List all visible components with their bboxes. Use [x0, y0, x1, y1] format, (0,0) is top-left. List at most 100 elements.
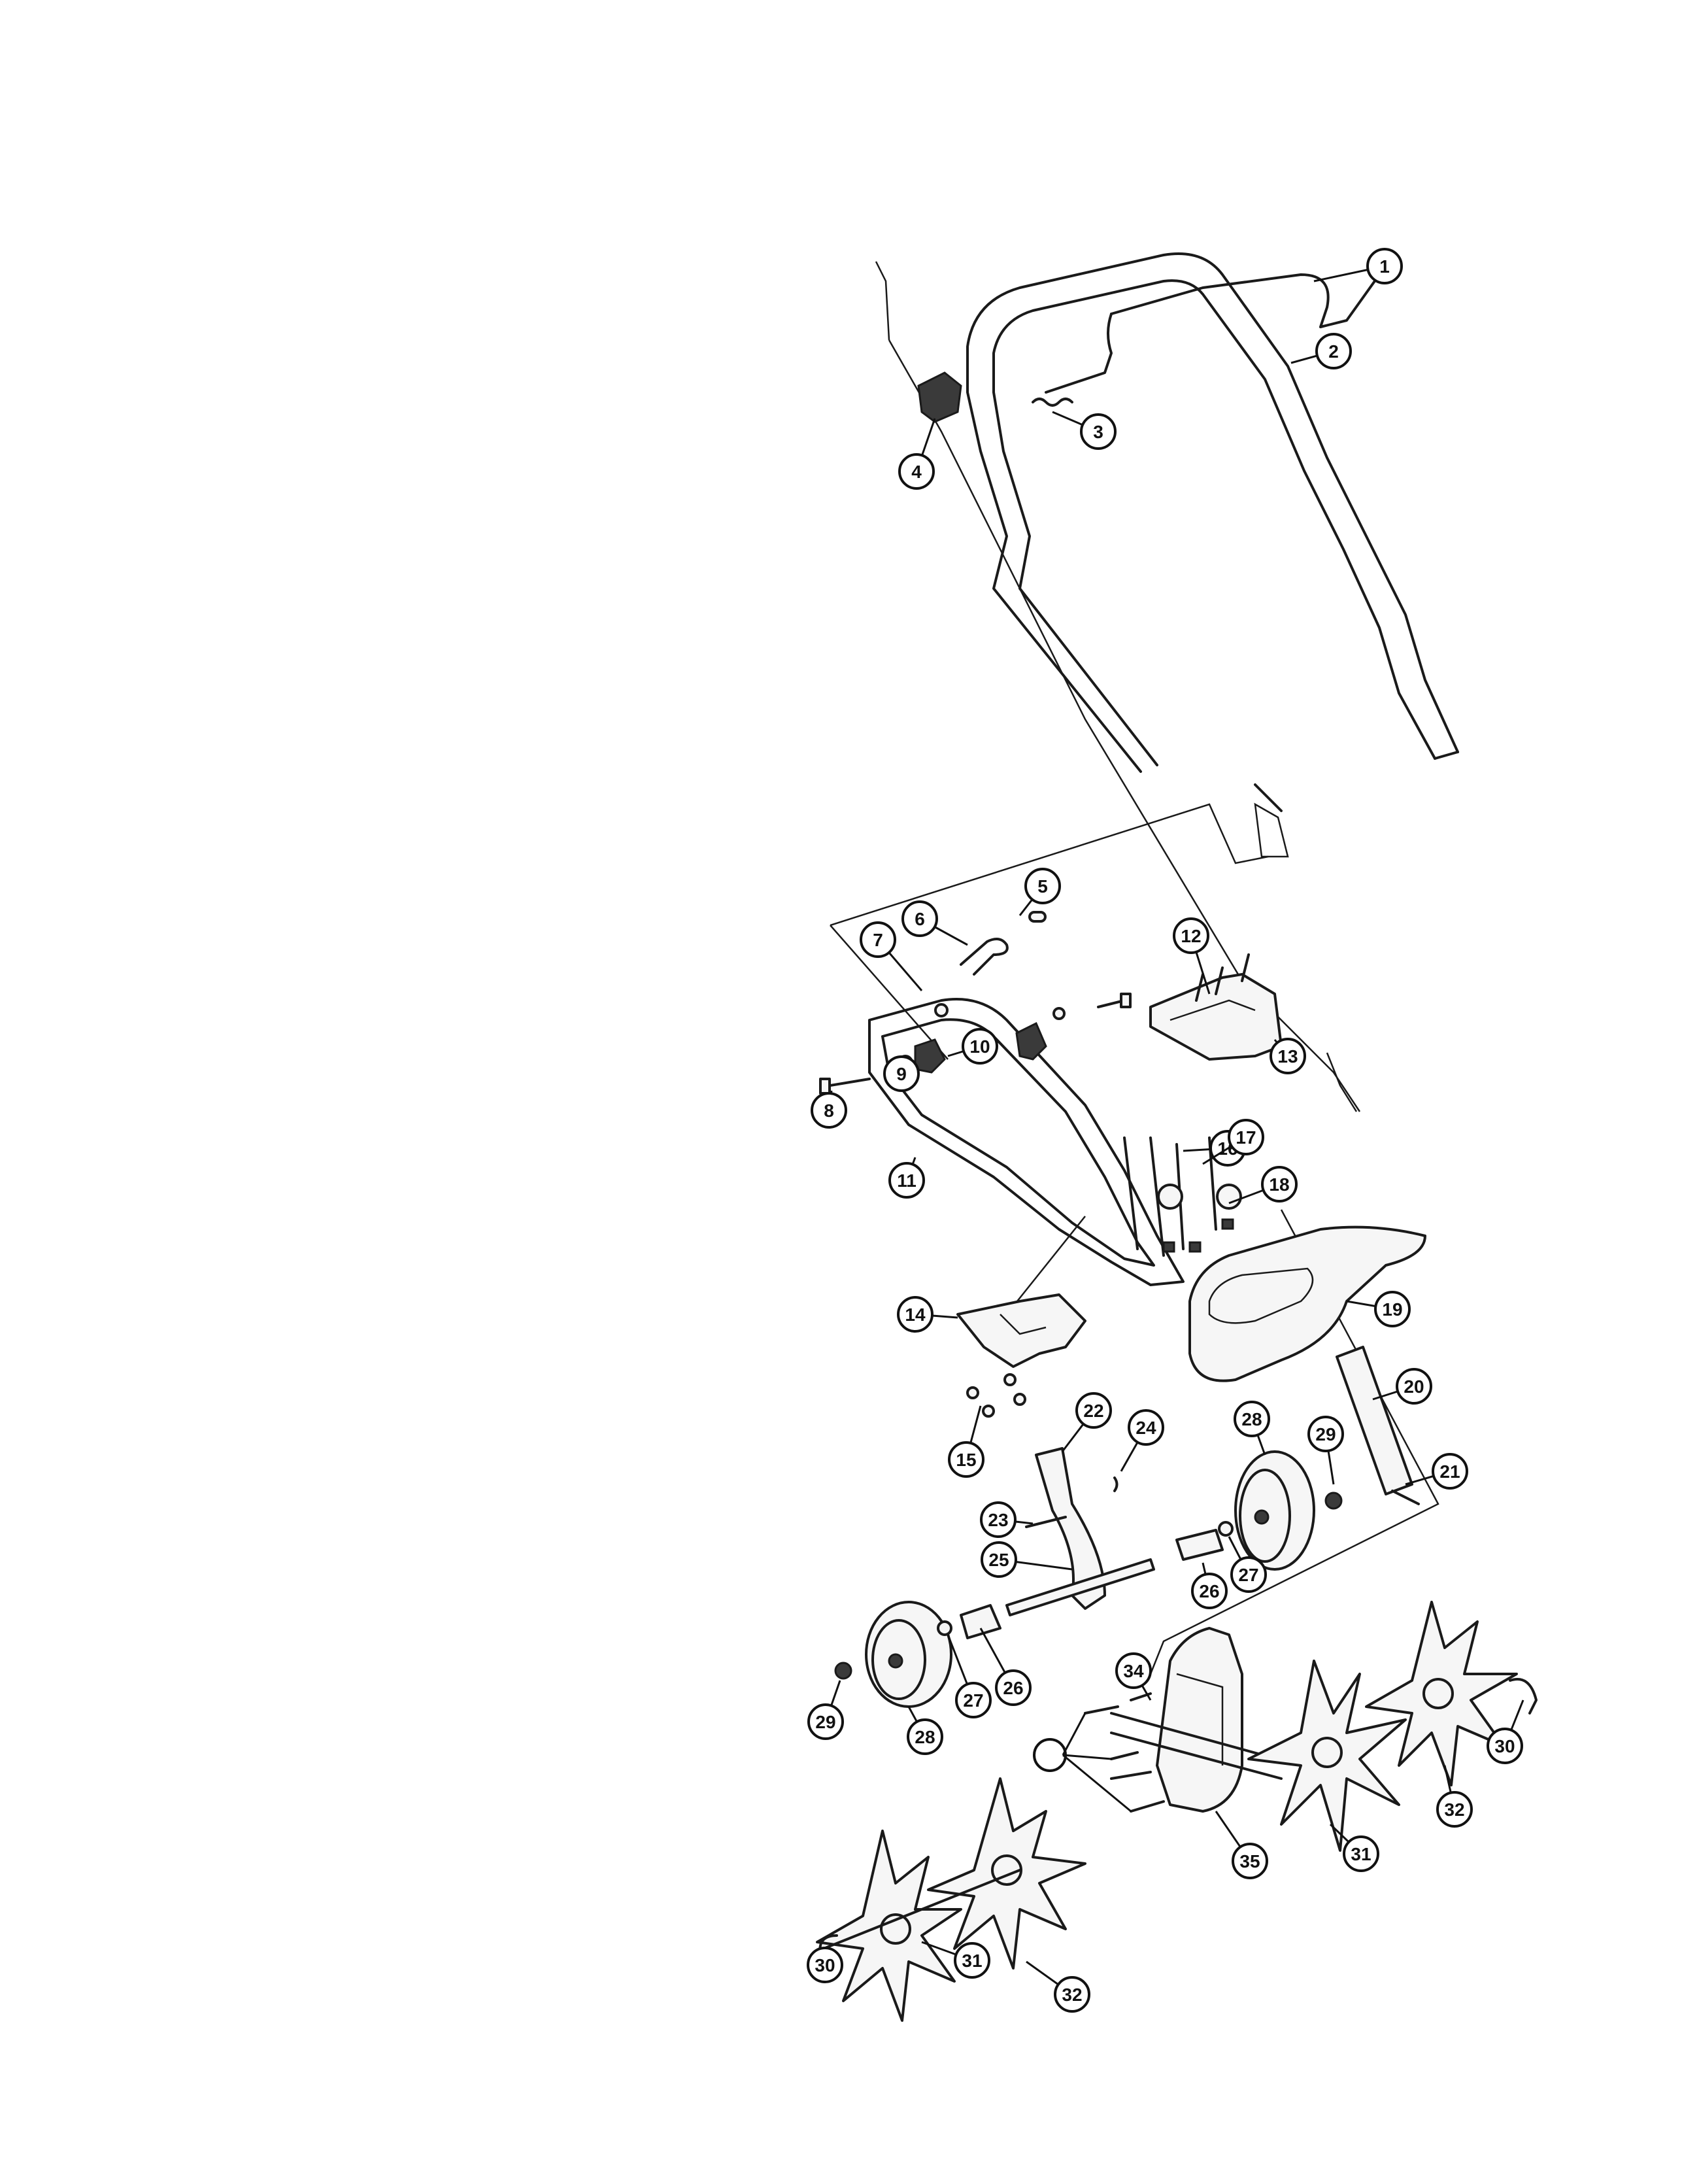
callout-circle — [995, 1669, 1032, 1706]
callout-number: 17 — [1236, 1127, 1256, 1148]
pins — [1025, 1476, 1119, 1528]
callout-number: 27 — [963, 1690, 983, 1711]
tines-left — [816, 1777, 1086, 2022]
callout-circle — [1432, 1453, 1468, 1490]
callout-number: 23 — [988, 1510, 1008, 1530]
callout-number: 31 — [1351, 1844, 1371, 1864]
callout-circle — [1234, 1401, 1270, 1437]
callout-circle — [1075, 1392, 1112, 1429]
callout-circle — [980, 1501, 1017, 1538]
callout-number: 2 — [1328, 341, 1339, 362]
long-bolts — [1123, 1136, 1242, 1257]
callout-circle — [1374, 1291, 1411, 1327]
callout-number: 11 — [897, 1170, 917, 1191]
callout-number: 10 — [969, 1036, 990, 1057]
callout-leader-line — [1062, 1713, 1086, 1756]
callout-number: 29 — [815, 1712, 835, 1732]
cable-clip — [917, 371, 962, 423]
hairpin — [960, 911, 1047, 976]
callout-circle — [1024, 868, 1061, 904]
callout-number: 34 — [1123, 1661, 1144, 1681]
callout-number: 6 — [915, 909, 925, 929]
callout-number: 12 — [1181, 926, 1201, 946]
bolts — [819, 993, 1132, 1095]
callout-circle — [1270, 1038, 1306, 1074]
lower-bracket — [956, 1293, 1086, 1418]
upper-bracket — [1149, 973, 1283, 1061]
callout-number: 5 — [1037, 876, 1048, 896]
callout-number: 21 — [1439, 1461, 1460, 1482]
callout-number: 32 — [1444, 1800, 1464, 1820]
callout-number: 9 — [896, 1064, 907, 1084]
callout-number: 3 — [1093, 422, 1103, 442]
callout-circle — [1343, 1835, 1379, 1872]
callout-number: 25 — [988, 1550, 1009, 1570]
callout-circle — [962, 1028, 998, 1065]
callout-number: 15 — [956, 1450, 976, 1470]
tines-right — [1247, 1601, 1538, 1852]
callout-number: 19 — [1382, 1299, 1402, 1320]
screws — [1084, 1692, 1165, 1813]
blank-callout-circle — [1033, 1738, 1067, 1772]
wheels — [865, 1450, 1315, 1708]
callout-labels: 1234567891011121314151617181920212223242… — [807, 248, 1524, 2013]
callout-circle — [955, 1682, 992, 1718]
callout-number: 31 — [962, 1951, 982, 1971]
axle — [960, 1529, 1224, 1639]
callout-circle — [898, 453, 935, 490]
callout-number: 13 — [1277, 1046, 1298, 1066]
wheel-bracket — [1035, 1447, 1106, 1610]
callout-circle — [897, 1296, 934, 1333]
washers-nuts — [834, 1492, 1343, 1680]
callout-circle — [1115, 1652, 1152, 1689]
callout-circle — [948, 1441, 984, 1478]
callout-circle — [1173, 917, 1209, 954]
callout-circle — [1315, 333, 1352, 369]
callout-circle — [807, 1703, 844, 1740]
callout-leader-line — [1062, 1754, 1132, 1813]
callout-circle — [888, 1162, 925, 1199]
callout-number: 32 — [1062, 1985, 1082, 2005]
callout-circle — [981, 1541, 1017, 1578]
callout-circle — [1080, 413, 1117, 450]
callout-number: 30 — [1494, 1736, 1515, 1756]
callout-number: 26 — [1003, 1678, 1023, 1698]
callout-number: 26 — [1199, 1581, 1219, 1601]
callout-number: 1 — [1379, 256, 1390, 277]
callout-circle — [1228, 1119, 1264, 1155]
callout-circle — [1436, 1791, 1473, 1828]
callout-circle — [1232, 1843, 1268, 1879]
callout-circle — [1396, 1368, 1432, 1405]
callout-circle — [1307, 1416, 1344, 1452]
callout-circle — [1128, 1409, 1164, 1446]
callout-number: 27 — [1238, 1565, 1258, 1585]
callout-number: 28 — [1241, 1409, 1262, 1429]
callout-leader-line — [1062, 1754, 1112, 1760]
callout-circle — [907, 1718, 943, 1755]
callout-circle — [1054, 1976, 1090, 2013]
control-bail-cable — [1045, 273, 1381, 394]
callout-number: 8 — [824, 1101, 834, 1121]
callout-number: 24 — [1135, 1418, 1156, 1438]
callout-circle — [811, 1092, 847, 1129]
callout-number: 29 — [1315, 1424, 1336, 1444]
callout-number: 7 — [873, 930, 883, 950]
callout-circle — [1191, 1573, 1228, 1609]
callout-circle — [807, 1947, 843, 1983]
callout-circle — [1487, 1728, 1523, 1764]
callout-number: 28 — [915, 1727, 935, 1747]
tine-shield — [1188, 1225, 1426, 1382]
callout-circle — [954, 1942, 990, 1979]
callout-circle — [860, 921, 896, 958]
callout-number: 18 — [1269, 1174, 1289, 1195]
callout-circle — [1230, 1556, 1267, 1593]
callout-number: 4 — [911, 462, 922, 482]
spring — [1032, 398, 1073, 407]
callout-number: 30 — [815, 1955, 835, 1975]
callout-number: 22 — [1083, 1401, 1103, 1421]
callout-circle — [901, 900, 938, 937]
callout-number: 20 — [1404, 1376, 1424, 1397]
callout-circle — [1261, 1166, 1298, 1203]
top-bolts — [1195, 953, 1250, 1002]
callout-circle — [883, 1055, 920, 1092]
